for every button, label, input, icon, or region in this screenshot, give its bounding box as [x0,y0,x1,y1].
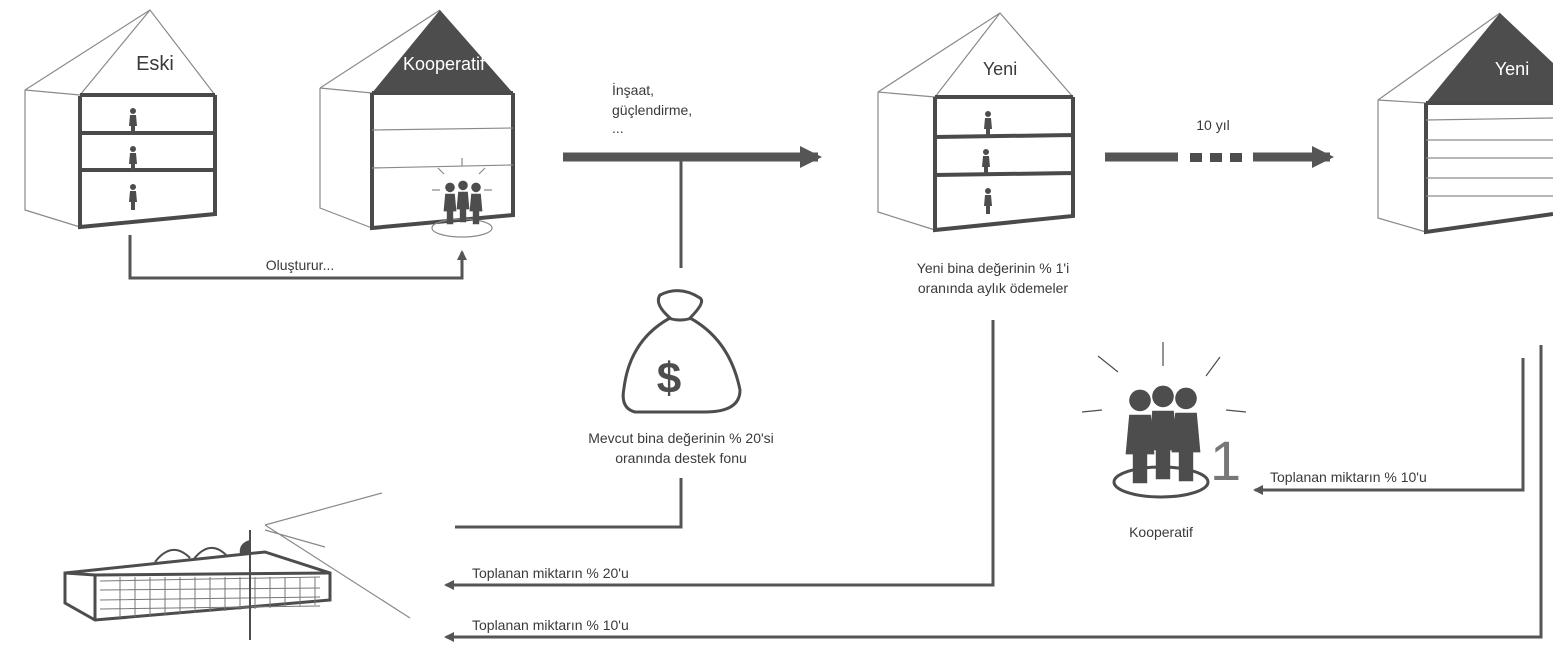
collected-20-label: Toplanan miktarın % 20'u [472,565,629,581]
forms-arrow [128,235,467,280]
cooperative-label: Kooperatif [1129,524,1193,540]
cooperative-house-label: Kooperatif [403,54,486,74]
resident-figure [984,111,992,137]
old-house-label: Eski [136,53,174,75]
dollar-sign: $ [657,354,681,403]
resident-figure [982,149,990,175]
ten-years-arrow [1105,146,1334,168]
institution-building [63,492,411,640]
new-house-after: Yeni [1377,12,1553,235]
collected-10-bottom-label: Toplanan miktarın % 10'u [472,617,629,633]
support-fund-line [455,478,683,529]
construction-label-1: İnşaat, [612,81,654,98]
collected-10-to-cooperative-arrow [1253,358,1525,495]
cooperative-number: 1 [1210,429,1241,492]
collected-20-arrow [444,320,995,590]
construction-label-2: güçlendirme, [612,102,692,118]
new-house: Yeni [877,12,1075,233]
cooperative-members-icon: 1 [1081,342,1247,499]
cooperative-roof [372,10,513,93]
resident-figure [129,108,137,134]
resident-figure [984,188,992,214]
forms-label: Oluşturur... [266,257,334,273]
collected-10-top-label: Toplanan miktarın % 10'u [1270,469,1427,485]
new-house-after-roof [1426,13,1553,103]
collected-10-bottom-arrow [444,345,1543,642]
money-bag-icon: $ [621,289,742,414]
new-house-label: Yeni [983,59,1017,79]
support-fund-label-2: oranında destek fonu [615,450,747,466]
cooperative-group-icon [443,180,483,225]
ten-years-label: 10 yıl [1196,117,1229,133]
flag-icon [239,540,250,555]
cooperative-house: Kooperatif [319,9,515,238]
new-house-after-label: Yeni [1495,59,1529,79]
monthly-payments-label-1: Yeni bina değerinin % 1'i [917,260,1069,276]
old-house: Eski [24,9,217,230]
resident-figure [129,184,137,210]
construction-label-3: ... [612,120,624,136]
support-fund-label-1: Mevcut bina değerinin % 20'si [588,430,774,446]
monthly-payments-label-2: oranında aylık ödemeler [918,280,1069,296]
